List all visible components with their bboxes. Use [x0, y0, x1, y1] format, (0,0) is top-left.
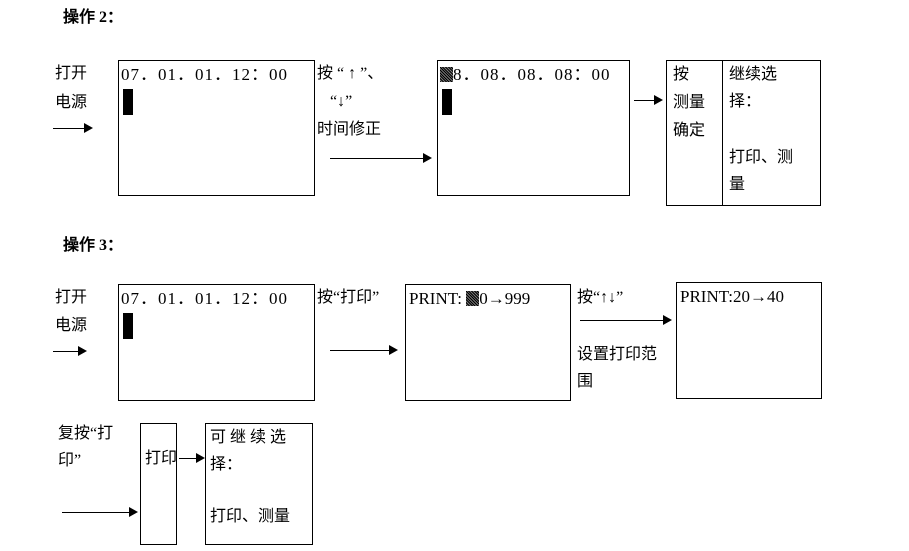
- arrow-right-icon: [580, 314, 672, 326]
- time-display: 07．01．01．12：00: [121, 289, 288, 308]
- arrow-right-icon: [179, 452, 205, 464]
- op2-continue-line4: 量: [729, 176, 746, 193]
- cursor-overlay-block: [440, 67, 453, 82]
- column-divider: [722, 61, 723, 205]
- continue-line1: 可 继 续 选: [210, 429, 287, 446]
- cursor-block: [123, 313, 133, 339]
- op3-print-range-box: PRINT: 0→999: [405, 284, 571, 401]
- op2-confirm-line2: 测量: [673, 94, 706, 111]
- op2-hint-line3: 时间修正: [317, 121, 382, 138]
- continue-line3: 打印、测量: [210, 508, 291, 525]
- op2-confirm-line3: 确定: [673, 122, 706, 139]
- print-range-prefix: PRINT:: [409, 289, 467, 308]
- arrow-right-icon: [53, 122, 93, 134]
- arrow-right-icon: [53, 345, 87, 357]
- op3-power-label-line2: 电源: [55, 317, 88, 334]
- op2-display-box-2: 8．08．08．08：00: [437, 60, 630, 196]
- op2-confirm-line1: 按: [673, 66, 690, 83]
- repeat-press-line1: 复按“打: [58, 425, 114, 442]
- op3-title: 操作 3：: [63, 237, 124, 254]
- cursor-block: [123, 89, 133, 115]
- op2-hint-line2: “↓”: [330, 93, 353, 110]
- arrow-right-icon: [62, 506, 138, 518]
- op2-display-box-1: 07．01．01．12：00: [118, 60, 315, 196]
- continue-select-box: 可 继 续 选 择： 打印、测量: [205, 423, 313, 545]
- op3-result-range-box: PRINT:20→40: [676, 282, 822, 399]
- cursor-overlay-block: [466, 291, 480, 306]
- print-label: 打印: [145, 450, 178, 467]
- result-range-display: PRINT:20→40: [680, 287, 784, 306]
- op3-range-hint-line1: 设置打印范: [577, 346, 658, 363]
- op2-result-box: 按 测量 确定 继续选 择： 打印、测 量: [666, 60, 821, 206]
- op2-title: 操作 2：: [63, 9, 124, 26]
- op3-updown-hint: 按“↑↓”: [577, 289, 624, 306]
- arrow-right-icon: [634, 94, 663, 106]
- print-box: [140, 423, 177, 545]
- op3-display-box-1: 07．01．01．12：00: [118, 284, 315, 401]
- print-range-suffix: 0→999: [479, 289, 531, 308]
- arrow-right-icon: [330, 344, 398, 356]
- op2-power-label-line2: 电源: [55, 94, 88, 111]
- time-text: 8．08．08．08：00: [453, 65, 611, 84]
- print-range-display: PRINT: 0→999: [409, 288, 530, 309]
- arrow-right-icon: [330, 152, 432, 164]
- time-display: 8．08．08．08：00: [440, 64, 611, 85]
- op2-hint-line1: 按 “ ↑ ”、: [317, 65, 384, 82]
- continue-line2: 择：: [210, 456, 243, 473]
- op2-continue-line2: 择：: [729, 93, 762, 110]
- op2-continue-line1: 继续选: [729, 66, 778, 83]
- op3-range-hint-line2: 围: [577, 373, 594, 390]
- op2-power-label-line1: 打开: [55, 65, 88, 82]
- time-display: 07．01．01．12：00: [121, 65, 288, 84]
- op3-power-label-line1: 打开: [55, 289, 88, 306]
- op3-press-print-hint: 按“打印”: [317, 289, 380, 306]
- repeat-press-line2: 印”: [58, 452, 82, 469]
- op2-continue-line3: 打印、测: [729, 149, 794, 166]
- cursor-block: [442, 89, 452, 115]
